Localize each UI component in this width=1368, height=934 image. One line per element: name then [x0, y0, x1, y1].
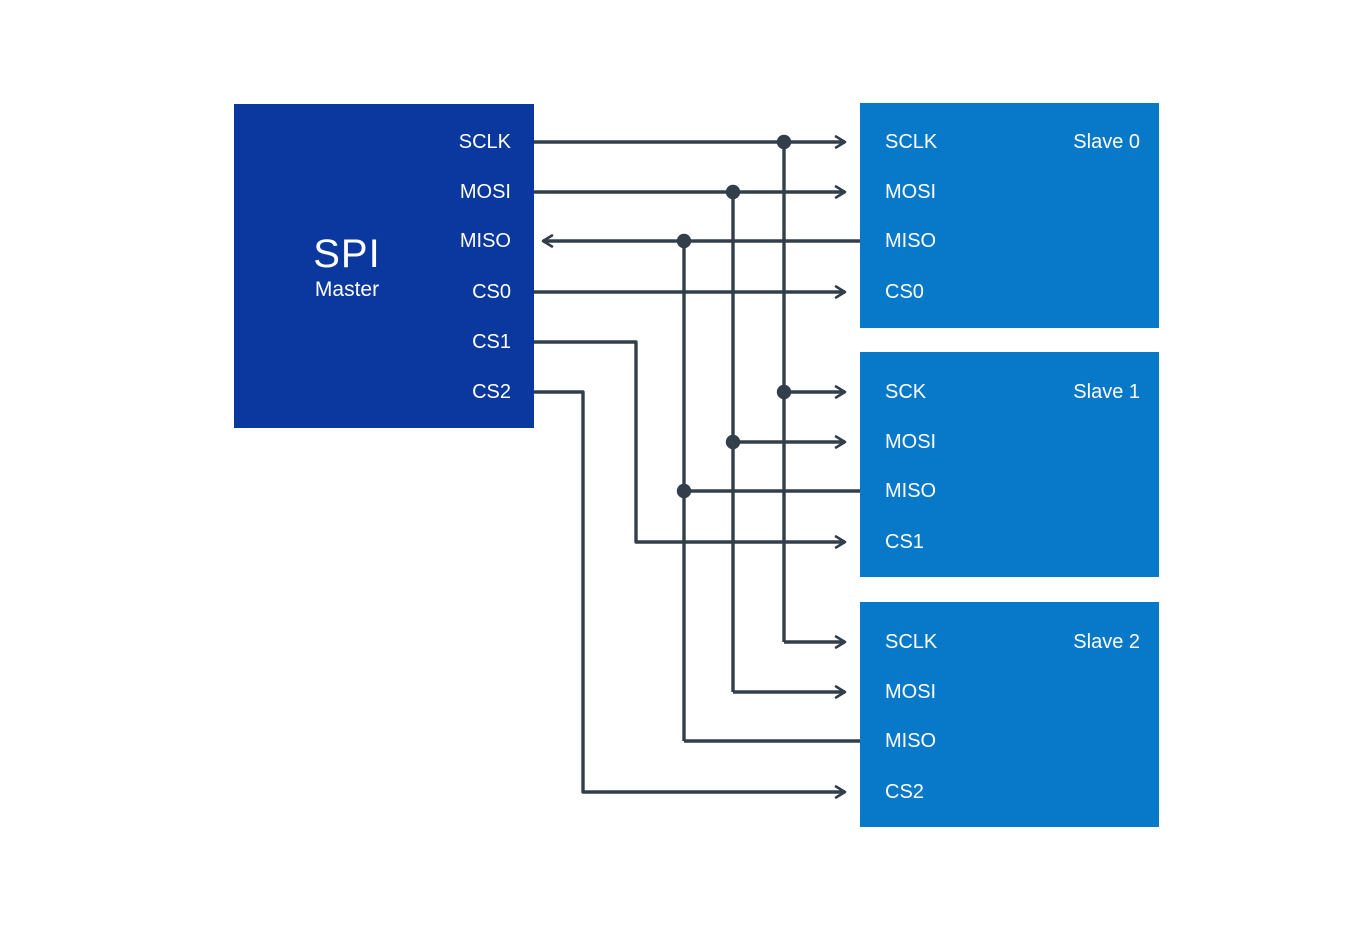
slave-0-pin-mosi: MOSI	[885, 181, 937, 203]
junction-miso-slave0-row	[676, 233, 692, 249]
slave-2-box	[860, 602, 1159, 827]
slave-1-pin-cs1: CS1	[885, 531, 924, 553]
master-name-block: SPI Master	[234, 231, 460, 303]
master-pin-cs0: CS0	[472, 281, 511, 303]
slave-1-box	[860, 352, 1159, 577]
slave-2-pin-mosi: MOSI	[885, 681, 937, 703]
junction-miso-slave1-row	[676, 483, 692, 499]
slave-0-pin-cs0: CS0	[885, 281, 924, 303]
junction-sclk-slave1-row	[776, 384, 792, 400]
slave-2-pin-miso: MISO	[885, 730, 937, 752]
master-title: SPI	[313, 232, 381, 276]
slave-0-box	[860, 103, 1159, 328]
slave-1-pin-miso: MISO	[885, 480, 937, 502]
spi-master-box	[234, 104, 534, 428]
slave-1-pin-sck: SCK	[885, 381, 927, 403]
master-subtitle: Master	[314, 278, 380, 301]
master-pin-cs2: CS2	[472, 381, 511, 403]
master-pin-miso: MISO	[459, 230, 511, 252]
junction-mosi-slave1-row	[725, 434, 741, 450]
slave-1-title: Slave 1	[1073, 381, 1140, 403]
slave-0-title: Slave 0	[1073, 131, 1140, 153]
wire-cs2-master-to-slave2	[534, 390, 847, 799]
slave-2-pin-cs2: CS2	[885, 781, 924, 803]
wire-cs1-master-to-slave1	[534, 340, 847, 549]
slave-0-pin-sclk: SCLK	[885, 131, 938, 153]
slave-2-pin-sclk: SCLK	[885, 631, 938, 653]
master-pin-sclk: SCLK	[458, 131, 511, 153]
slave-2-title: Slave 2	[1073, 631, 1140, 653]
slave-0-pin-miso: MISO	[885, 230, 937, 252]
junction-sclk-slave0-row	[776, 134, 792, 150]
slave-1-pin-mosi: MOSI	[885, 431, 937, 453]
master-pin-mosi: MOSI	[459, 181, 511, 203]
master-pin-cs1: CS1	[472, 331, 511, 353]
junction-mosi-slave0-row	[725, 184, 741, 200]
